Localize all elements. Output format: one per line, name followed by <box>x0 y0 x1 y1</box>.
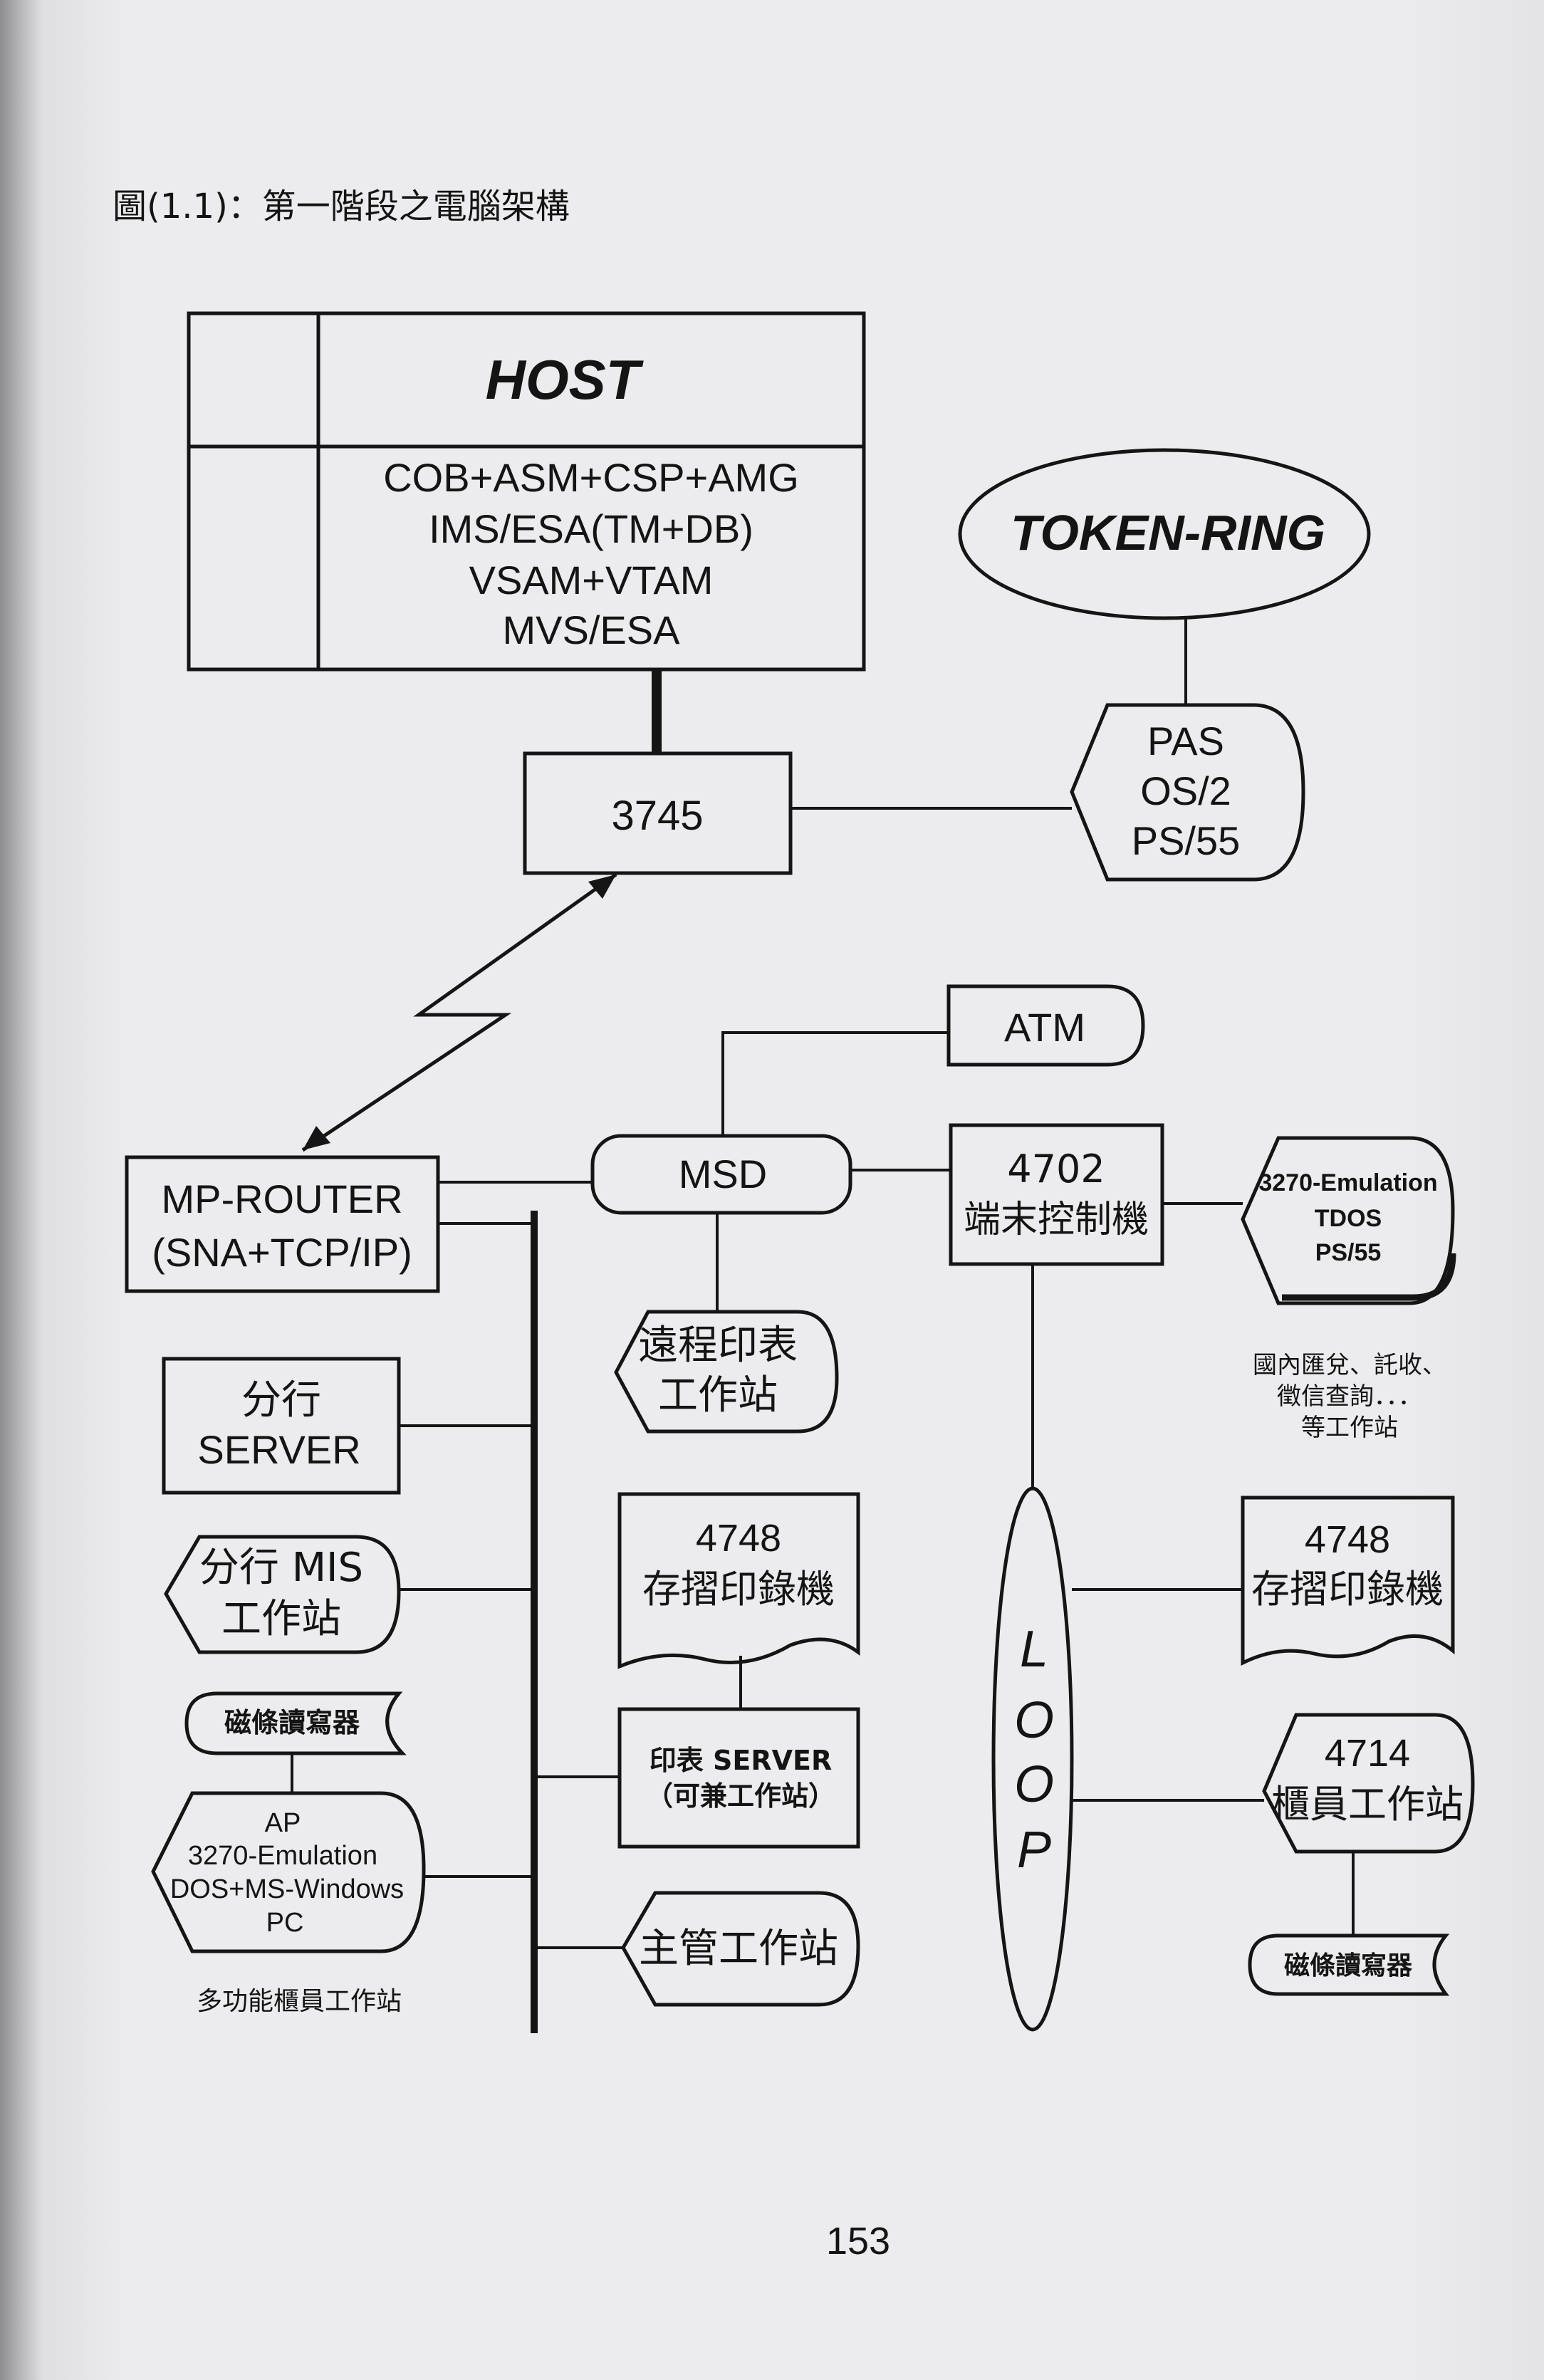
msd-box: MSD <box>590 1134 852 1215</box>
pc-line-1: AP <box>265 1808 301 1838</box>
pas-line-2: OS/2 <box>1140 768 1231 813</box>
fep-label: 3745 <box>611 793 703 839</box>
domestic-note-line-2: 徵信查詢．．． <box>1277 1382 1422 1411</box>
emulation-line-2: TDOS <box>1315 1205 1382 1232</box>
host-line-1: COB+ASM+CSP+AMG <box>383 455 799 500</box>
teller-name: 櫃員工作站 <box>1271 1782 1464 1827</box>
fep-3745-box: 3745 <box>523 751 793 875</box>
atm-to-msd-link <box>721 1031 949 1136</box>
atm-node: ATM <box>946 984 1145 1067</box>
mp-router-line-2: (SNA+TCP/IP) <box>152 1230 412 1275</box>
loop-letter-3: O <box>1014 1756 1054 1813</box>
branch-server-line-1: 分行 <box>241 1377 321 1424</box>
host-line-2: IMS/ESA(TM+DB) <box>429 506 753 551</box>
wan-arrowhead-bottom <box>303 1126 330 1150</box>
branch-mis-line-1: 分行 MIS <box>199 1545 363 1591</box>
remote-print-workstation: 遠程印表 工作站 <box>614 1310 839 1434</box>
mag-reader-left-label: 磁條讀寫器 <box>224 1707 360 1738</box>
pas-workstation: PAS OS/2 PS/55 <box>1070 703 1305 882</box>
passbook-printer-right: 4748 存摺印錄機 <box>1241 1496 1455 1666</box>
passbook-printer-left: 4748 存摺印錄機 <box>617 1492 860 1669</box>
pc-line-2: 3270-Emulation <box>188 1841 377 1871</box>
token-ring-node: TOKEN-RING <box>958 448 1371 620</box>
teller-model: 4714 <box>1325 1732 1410 1775</box>
mag-reader-right-label: 磁條讀寫器 <box>1284 1951 1413 1980</box>
pas-line-3: PS/55 <box>1132 818 1241 863</box>
token-ring-label: TOKEN-RING <box>1011 505 1325 560</box>
loop-letter-4: P <box>1017 1822 1051 1879</box>
domestic-note-line-1: 國內匯兌、託收、 <box>1253 1351 1446 1379</box>
wan-link <box>301 872 617 1152</box>
print-server-line-1: 印表 SERVER <box>650 1745 832 1776</box>
branch-server-line-2: SERVER <box>197 1427 360 1472</box>
branch-mis-line-2: 工作站 <box>221 1596 341 1642</box>
host-box: HOST COB+ASM+CSP+AMG IMS/ESA(TM+DB) VSAM… <box>187 311 866 672</box>
controller-4702-box: 4702 端末控制機 <box>949 1123 1164 1266</box>
mp-router-line-1: MP-ROUTER <box>161 1176 402 1221</box>
loop-letter-2: O <box>1014 1692 1054 1749</box>
msd-label: MSD <box>679 1152 767 1196</box>
host-title: HOST <box>486 348 645 411</box>
branch-server-box: 分行 SERVER <box>162 1357 401 1495</box>
print-server-line-2: （可兼工作站） <box>646 1780 835 1812</box>
printer-right-name: 存摺印錄機 <box>1251 1567 1444 1612</box>
pc-workstation: AP 3270-Emulation DOS+MS-Windows PC <box>151 1791 426 1953</box>
loop-ring: L O O P <box>991 1486 1074 2032</box>
teller-workstation: 4714 櫃員工作站 <box>1262 1713 1475 1854</box>
domestic-note-line-3: 等工作站 <box>1301 1414 1398 1442</box>
pc-caption: 多功能櫃員工作站 <box>197 1987 402 2016</box>
remote-print-line-2: 工作站 <box>658 1372 778 1419</box>
emulation-workstation: 3270-Emulation TDOS PS/55 <box>1241 1136 1456 1305</box>
printer-left-name: 存摺印錄機 <box>642 1567 835 1612</box>
mag-reader-right: 磁條讀寫器 <box>1248 1933 1450 1996</box>
figure-caption: 圖(1.1)：第一階段之電腦架構 <box>113 187 570 226</box>
mp-router-box: MP-ROUTER (SNA+TCP/IP) <box>125 1155 440 1293</box>
remote-print-line-1: 遠程印表 <box>638 1322 798 1369</box>
pc-line-3: DOS+MS-Windows <box>170 1874 404 1904</box>
printer-left-model: 4748 <box>696 1517 781 1560</box>
emulation-line-1: 3270-Emulation <box>1258 1169 1437 1196</box>
host-line-4: MVS/ESA <box>503 607 681 652</box>
page-number: 153 <box>826 2220 890 2262</box>
printer-right-model: 4748 <box>1305 1518 1390 1561</box>
supervisor-label: 主管工作站 <box>639 1926 838 1972</box>
host-line-3: VSAM+VTAM <box>469 558 714 602</box>
atm-label: ATM <box>1004 1005 1085 1050</box>
pas-line-1: PAS <box>1147 719 1224 763</box>
print-server-box: 印表 SERVER （可兼工作站） <box>617 1707 860 1849</box>
mag-reader-left: 磁條讀寫器 <box>184 1691 407 1755</box>
supervisor-workstation: 主管工作站 <box>621 1891 860 2007</box>
wan-arrowhead-top <box>588 875 616 899</box>
emulation-line-3: PS/55 <box>1315 1239 1382 1266</box>
controller-name: 端末控制機 <box>964 1199 1149 1241</box>
controller-model: 4702 <box>1007 1147 1105 1191</box>
loop-letter-1: L <box>1020 1621 1048 1678</box>
branch-mis-workstation: 分行 MIS 工作站 <box>164 1535 401 1654</box>
pc-line-4: PC <box>266 1908 304 1938</box>
